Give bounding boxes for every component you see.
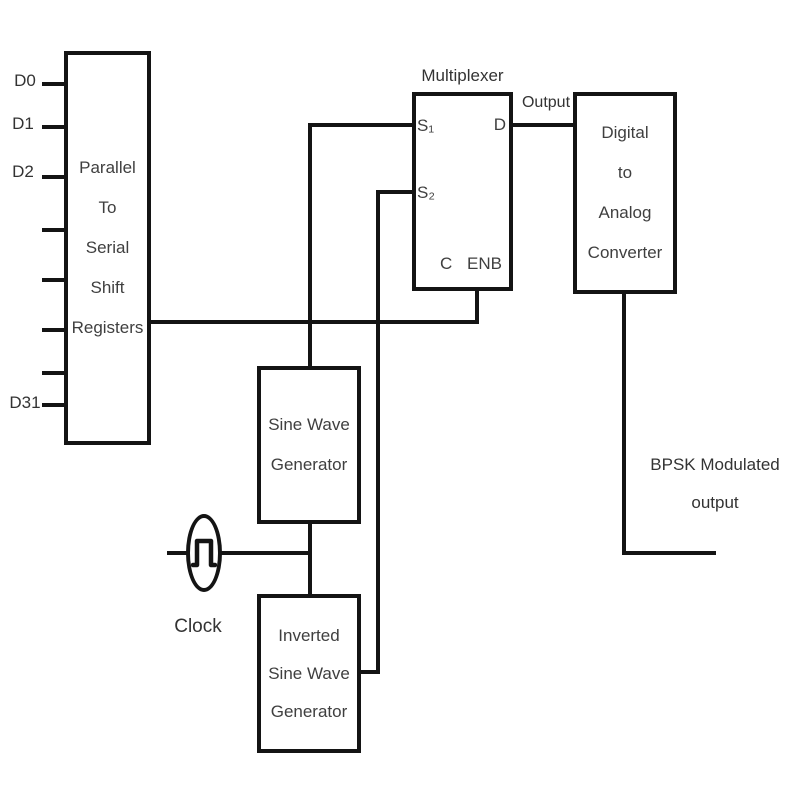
tick-d0 [42, 82, 65, 86]
wire-swg-to-iswg [308, 521, 312, 596]
wire-s1-horizontal [308, 123, 414, 127]
output-label: Output [521, 94, 571, 111]
inverted-sine-text-line: Sine Wave [268, 663, 350, 683]
dac-text-line: Analog [598, 203, 652, 222]
dac-text-line: Digital [601, 123, 649, 142]
mux-pin-s1: S₁ [417, 116, 435, 135]
tick-d1 [42, 125, 65, 129]
wire-clock [167, 551, 310, 555]
label-d1: D1 [12, 114, 34, 133]
sine-generator-text-line: Sine Wave [268, 415, 350, 434]
bpsk-output-label-line1: BPSK Modulated [650, 455, 780, 474]
shift-register-text-line: To [98, 198, 117, 217]
shift-register-block: Parallel To Serial Shift Registers [64, 51, 151, 445]
sine-generator-text-line: Generator [270, 455, 348, 474]
wire-serial-bus [149, 320, 479, 324]
square-wave-icon [191, 538, 217, 568]
bpsk-output-label: BPSK Modulated output [633, 446, 792, 522]
mux-pin-s2: S₂ [417, 183, 435, 202]
dac-text-line: Converter [587, 243, 663, 262]
clock-symbol [186, 514, 222, 592]
wire-iswg-output [358, 670, 378, 674]
shift-register-text-line: Shift [90, 278, 125, 297]
wire-s1-vertical [308, 123, 312, 368]
wire-s2-horizontal [376, 190, 414, 194]
tick-bus-3 [42, 328, 65, 332]
inverted-sine-text-line: Generator [270, 701, 348, 721]
mux-pin-enb: ENB [467, 254, 502, 273]
tick-bus-1 [42, 228, 65, 232]
sine-generator-block: Sine Wave Generator [257, 366, 361, 524]
shift-register-text-line: Registers [71, 318, 144, 337]
inverted-sine-generator-block: Inverted Sine Wave Generator [257, 594, 361, 753]
shift-register-text-line: Parallel [79, 158, 136, 177]
tick-bus-4 [42, 371, 65, 375]
dac-block: Digital to Analog Converter [573, 92, 677, 294]
wire-mux-enb [475, 289, 479, 323]
tick-bus-2 [42, 278, 65, 282]
mux-pin-d: D [493, 115, 506, 134]
wire-s2-vertical [376, 190, 380, 674]
tick-d31 [42, 403, 65, 407]
wire-mux-d-output [510, 123, 575, 127]
bpsk-output-label-line2: output [691, 493, 739, 512]
mux-pin-c: C [440, 254, 453, 273]
inverted-sine-text-line: Inverted [278, 625, 340, 645]
wire-dac-down [622, 291, 626, 555]
wire-bpsk-output [622, 551, 716, 555]
dac-text-line: to [617, 163, 633, 182]
multiplexer-block: S₁ S₂ D C ENB [412, 92, 513, 291]
label-d0: D0 [14, 71, 36, 90]
label-d2: D2 [12, 162, 34, 181]
tick-d2 [42, 175, 65, 179]
multiplexer-title: Multiplexer [421, 66, 504, 85]
label-d31: D31 [9, 393, 41, 412]
shift-register-text-line: Serial [85, 238, 130, 257]
clock-label: Clock [174, 616, 222, 637]
